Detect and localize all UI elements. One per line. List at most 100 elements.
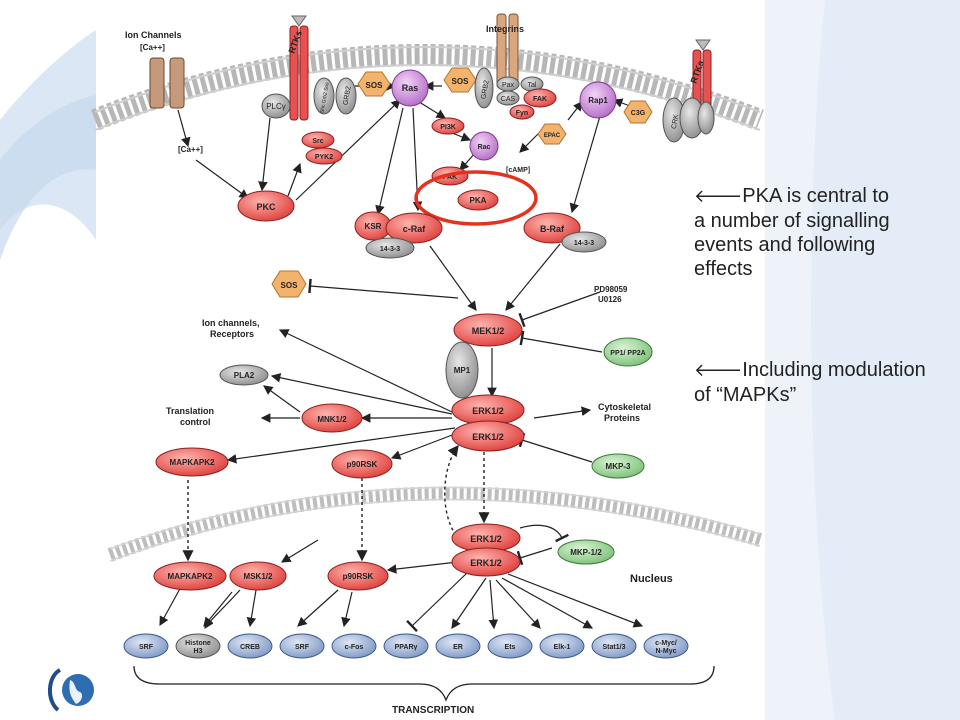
svg-text:PAK: PAK bbox=[443, 174, 457, 181]
svg-text:PKC: PKC bbox=[256, 202, 276, 212]
svg-text:FAK: FAK bbox=[533, 96, 547, 103]
node-14-3-3-left: 14-3-3 bbox=[365, 237, 415, 259]
caption-pka-central: 🡐PKA is central to a number of signallin… bbox=[694, 184, 954, 281]
node-ksr: KSR bbox=[354, 211, 392, 241]
transcription-factor-label: c-Myc/N-Myc bbox=[655, 640, 677, 655]
node-plcg: PLCγ bbox=[261, 93, 291, 119]
left-arrow-icon: 🡐 bbox=[694, 186, 743, 207]
label-ion-channels-receptors-1: Ion channels, bbox=[202, 318, 260, 328]
svg-text:MP1: MP1 bbox=[454, 366, 471, 375]
node-erk-b: ERK1/2 bbox=[451, 420, 525, 452]
label-translation-2: control bbox=[180, 417, 211, 427]
node-mek: MEK1/2 bbox=[453, 313, 523, 347]
svg-text:ERK1/2: ERK1/2 bbox=[472, 432, 504, 442]
node-pax: Pax bbox=[496, 76, 520, 92]
node-pkc: PKC bbox=[237, 190, 295, 222]
svg-text:MSK1/2: MSK1/2 bbox=[244, 572, 273, 581]
left-background-decoration bbox=[0, 0, 96, 720]
nuclear-membrane bbox=[107, 486, 762, 562]
svg-text:SOS: SOS bbox=[281, 281, 299, 290]
svg-text:ERK1/2: ERK1/2 bbox=[470, 558, 502, 568]
node-mnk: MNK1/2 bbox=[301, 403, 363, 433]
rtk-receptor-left bbox=[289, 15, 309, 121]
globe-logo-icon bbox=[48, 668, 94, 712]
caption-pka-line-1: 🡐PKA is central to bbox=[694, 185, 890, 207]
transcription-factor-node: Ets bbox=[487, 633, 533, 659]
node-pp1-pp2a: PP1/ PP2A bbox=[603, 337, 653, 367]
transcription-factor-label: Stat1/3 bbox=[603, 644, 626, 651]
node-mp1: MP1 bbox=[445, 341, 479, 399]
node-b-raf: B-Raf bbox=[523, 212, 581, 244]
node-mapkapk2-bottom: MAPKAPK2 bbox=[153, 561, 227, 591]
node-epac: EPAC bbox=[537, 123, 567, 145]
transcription-factor-label: ER bbox=[453, 644, 463, 651]
svg-text:MEK1/2: MEK1/2 bbox=[472, 326, 505, 336]
node-14-3-3-right: 14-3-3 bbox=[561, 231, 607, 253]
label-transcription: TRANSCRIPTION bbox=[392, 705, 474, 716]
transcription-factor-label: SRF bbox=[295, 644, 310, 651]
label-nucleus: Nucleus bbox=[630, 573, 673, 585]
svg-text:MAPKAPK2: MAPKAPK2 bbox=[170, 458, 215, 467]
transcription-factor-node: SRF bbox=[279, 633, 325, 659]
svg-text:B-Raf: B-Raf bbox=[540, 224, 565, 234]
node-sos-1: SOS bbox=[357, 71, 391, 97]
svg-text:c-Raf: c-Raf bbox=[403, 224, 427, 234]
svg-text:14-3-3: 14-3-3 bbox=[380, 246, 400, 253]
node-c3g: C3G bbox=[623, 100, 653, 124]
node-src: Src bbox=[301, 131, 335, 149]
transcription-factor-label: CREB bbox=[240, 644, 260, 651]
label-cytoskeletal-2: Proteins bbox=[604, 413, 640, 423]
label-cytoskeletal-1: Cytoskeletal bbox=[598, 402, 651, 412]
transcription-factor-node: c-Myc/N-Myc bbox=[643, 633, 689, 659]
transcription-bracket bbox=[133, 665, 715, 702]
node-rac: Rac bbox=[469, 131, 499, 161]
caption-mapk-modulation: 🡐Including modulation of “MAPKs” bbox=[694, 358, 954, 407]
label-ion-channels-receptors-2: Receptors bbox=[210, 329, 254, 339]
label-ca-mid: [Ca++] bbox=[178, 145, 203, 154]
svg-text:p90RSK: p90RSK bbox=[347, 460, 378, 469]
cell-membrane bbox=[90, 44, 764, 131]
svg-text:MKP-3: MKP-3 bbox=[606, 462, 631, 471]
svg-text:CRK: CRK bbox=[671, 114, 681, 130]
ion-channel bbox=[149, 57, 185, 109]
node-shc-grb2-sos: Shc Grb2 Sos bbox=[313, 77, 335, 115]
svg-text:Shc Grb2 Sos: Shc Grb2 Sos bbox=[319, 81, 330, 113]
node-pka: PKA bbox=[457, 189, 499, 211]
svg-text:PP1/ PP2A: PP1/ PP2A bbox=[610, 350, 645, 357]
node-sos-3: SOS bbox=[271, 270, 307, 298]
caption-mapk-line-2: of “MAPKs” bbox=[694, 384, 797, 406]
svg-text:ERK1/2: ERK1/2 bbox=[472, 406, 504, 416]
transcription-factor-node: CREB bbox=[227, 633, 273, 659]
node-cas: CAS bbox=[496, 90, 520, 106]
node-pi3k: PI3K bbox=[431, 117, 465, 135]
svg-text:PLCγ: PLCγ bbox=[266, 102, 286, 111]
left-arrow-icon: 🡐 bbox=[694, 360, 743, 381]
svg-text:Rap1: Rap1 bbox=[588, 96, 608, 105]
svg-text:MKP-1/2: MKP-1/2 bbox=[570, 548, 602, 557]
node-mapkapk2-top: MAPKAPK2 bbox=[155, 447, 229, 477]
caption-pka-line-4: effects bbox=[694, 258, 753, 280]
caption-pka-line-2: a number of signalling bbox=[694, 210, 890, 232]
svg-text:CAS: CAS bbox=[501, 96, 516, 103]
svg-text:SOS: SOS bbox=[452, 77, 470, 86]
label-inhibitor-1: PD98059 bbox=[594, 285, 628, 294]
right-background-panel bbox=[765, 0, 960, 720]
svg-text:GRB2: GRB2 bbox=[480, 80, 490, 100]
label-inhibitor-2: U0126 bbox=[598, 295, 622, 304]
svg-text:PYK2: PYK2 bbox=[315, 154, 333, 161]
label-ca-top: [Ca++] bbox=[140, 43, 165, 52]
svg-text:ERK1/2: ERK1/2 bbox=[470, 534, 502, 544]
svg-text:GRB2: GRB2 bbox=[342, 86, 352, 106]
svg-text:Fyn: Fyn bbox=[516, 110, 528, 117]
transcription-factor-label: Ets bbox=[505, 644, 516, 651]
node-c-raf: c-Raf bbox=[385, 212, 443, 244]
label-ion-channels: Ion Channels bbox=[125, 30, 182, 40]
transcription-factor-node: ER bbox=[435, 633, 481, 659]
svg-text:Ras: Ras bbox=[402, 83, 419, 93]
svg-text:MAPKAPK2: MAPKAPK2 bbox=[168, 572, 213, 581]
node-fak: FAK bbox=[523, 88, 557, 108]
